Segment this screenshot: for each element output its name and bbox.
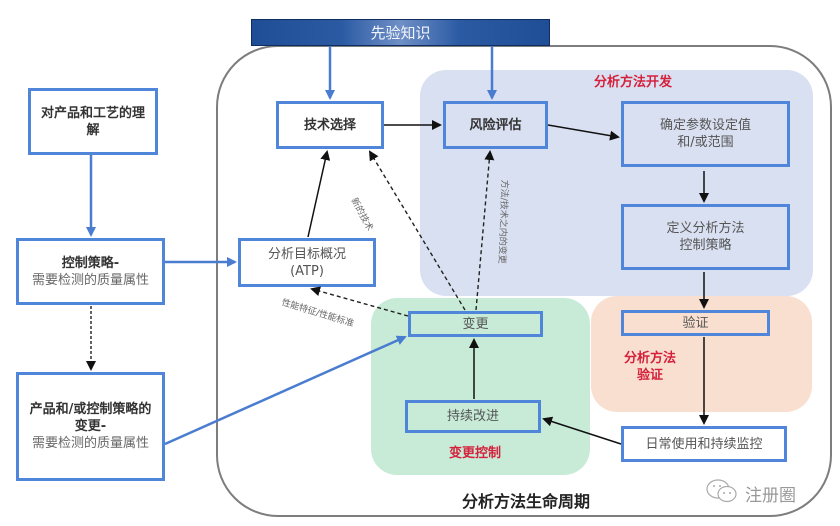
change-strategy-subtitle: 需要检测的质量属性	[31, 436, 149, 451]
atp-line2: (ATP)	[290, 263, 324, 279]
change-control-label: 变更控制	[448, 446, 501, 461]
define-control-line1: 定义分析方法	[666, 221, 745, 236]
change-strategy-title-line1: 产品和/或控制策略的	[29, 402, 152, 417]
change-control-region	[371, 298, 590, 475]
continuous-improvement-label: 持续改进	[446, 409, 499, 424]
set-params-line2: 和/或范围	[677, 135, 734, 150]
tech-selection-label: 技术选择	[303, 117, 356, 133]
control-strategy-title: 控制策略-	[61, 255, 120, 271]
change-strategy-box: 产品和/或控制策略的 变更- 需要检测的质量属性	[16, 372, 165, 481]
understanding-line1: 对产品和工艺的理	[40, 105, 145, 121]
change-box: 变更	[408, 311, 543, 337]
watermark-text: 注册圈	[745, 486, 796, 506]
change-label: 变更	[462, 316, 489, 332]
set-params-box: 确定参数设定值 和/或范围	[621, 101, 790, 167]
lifecycle-title: 分析方法生命周期	[462, 492, 591, 511]
control-strategy-subtitle: 需要检测的质量属性	[31, 272, 149, 288]
define-control-line2: 控制策略	[679, 238, 732, 253]
control-strategy-box: 控制策略- 需要检测的质量属性	[16, 238, 165, 305]
validation-label: 验证	[682, 315, 709, 331]
development-region-label: 分析方法开发	[593, 75, 672, 90]
risk-assessment-box: 风险评估	[443, 101, 548, 149]
validation-region-line1: 分析方法	[623, 351, 676, 366]
validation-box: 验证	[621, 310, 770, 336]
define-control-box: 定义分析方法 控制策略	[621, 204, 790, 270]
understanding-box: 对产品和工艺的理 解	[28, 88, 158, 155]
tech-selection-box: 技术选择	[276, 101, 384, 149]
validation-region	[591, 296, 812, 412]
continuous-improvement-box: 持续改进	[405, 400, 541, 433]
routine-use-label: 日常使用和持续监控	[645, 436, 763, 452]
validation-region-line2: 验证	[636, 368, 663, 383]
set-params-line1: 确定参数设定值	[659, 118, 751, 133]
validation-region-label: 分析方法 验证	[620, 350, 680, 384]
risk-assessment-label: 风险评估	[469, 117, 522, 133]
prior-knowledge-bar: 先验知识	[251, 19, 550, 46]
prior-knowledge-label: 先验知识	[370, 24, 431, 42]
wechat-icon	[705, 478, 739, 509]
understanding-line2: 解	[86, 122, 100, 138]
atp-box: 分析目标概况 (ATP)	[238, 238, 376, 287]
change-strategy-title-line2: 变更-	[74, 419, 107, 434]
atp-line1: 分析目标概况	[267, 246, 346, 262]
routine-use-box: 日常使用和持续监控	[621, 426, 787, 462]
watermark: 注册圈	[705, 478, 796, 509]
